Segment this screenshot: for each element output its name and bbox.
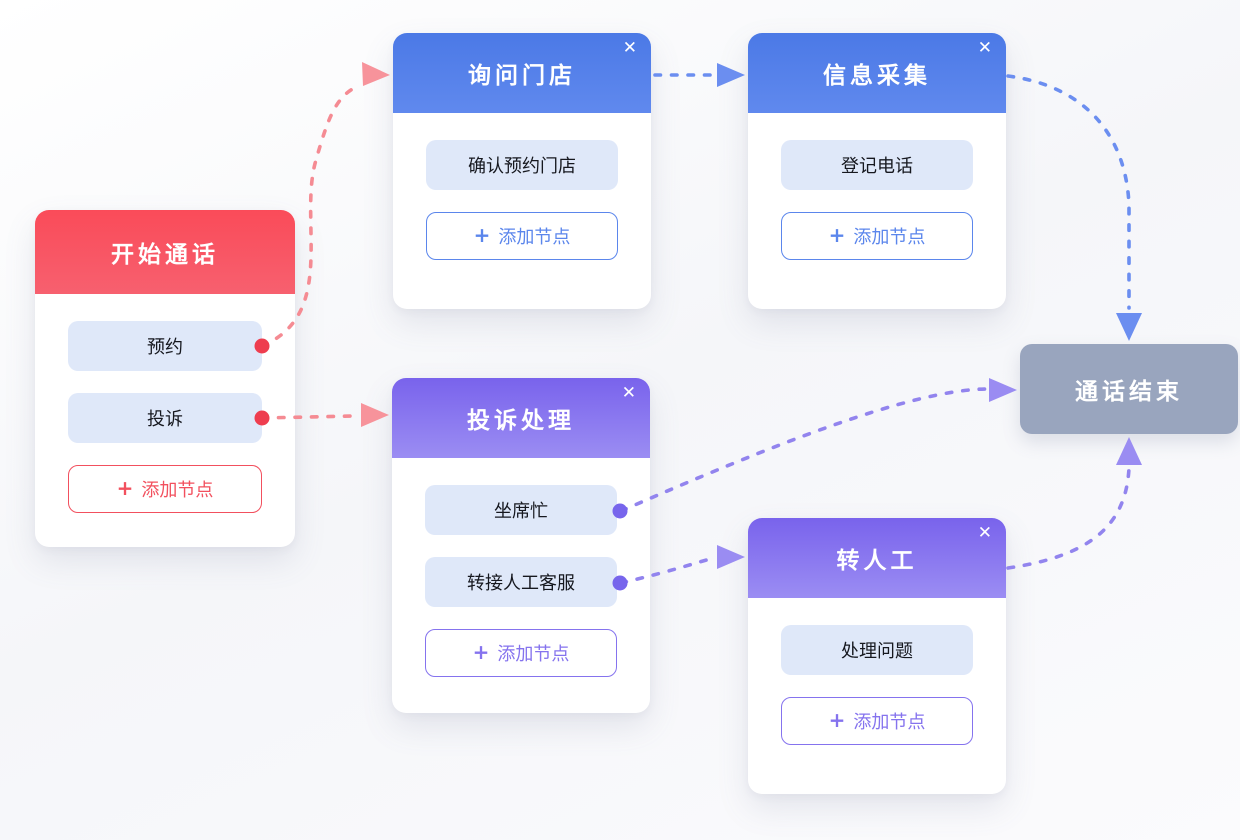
add-node-button[interactable]: + 添加节点 [425,629,617,677]
node-card-complaint-handling[interactable]: 投诉处理 ✕ 坐席忙 转接人工客服 + 添加节点 [392,378,650,713]
arrowhead-call-end-top [1116,313,1142,341]
node-card-transfer-human[interactable]: 转人工 ✕ 处理问题 + 添加节点 [748,518,1006,794]
close-icon[interactable]: ✕ [977,523,992,543]
node-header[interactable]: 询问门店 ✕ [393,33,651,113]
item-register-phone[interactable]: 登记电话 [781,140,973,190]
add-node-button[interactable]: + 添加节点 [781,697,973,745]
node-title: 询问门店 [468,63,576,89]
node-body: 处理问题 + 添加节点 [748,598,1006,745]
node-title: 转人工 [836,548,918,574]
node-body: 预约 投诉 + 添加节点 [35,294,295,513]
arrowhead-ask-store [362,62,390,86]
arrowhead-complaint-handling [361,403,389,427]
arrowhead-call-end-left [989,378,1017,402]
node-card-call-end[interactable]: 通话结束 [1020,344,1238,434]
edge-info-collect-to-call-end [1006,74,1131,310]
node-title: 开始通话 [111,242,219,268]
item-confirm-store[interactable]: 确认预约门店 [426,140,618,190]
node-body: 坐席忙 转接人工客服 + 添加节点 [392,458,650,677]
plus-icon: + [473,223,491,247]
node-body: 确认预约门店 + 添加节点 [393,113,651,260]
add-node-button[interactable]: + 添加节点 [68,465,262,513]
node-title: 信息采集 [823,63,931,89]
node-header[interactable]: 开始通话 [35,210,295,294]
node-header[interactable]: 投诉处理 ✕ [392,378,650,458]
node-card-ask-store[interactable]: 询问门店 ✕ 确认预约门店 + 添加节点 [393,33,651,309]
arrowhead-call-end-bottom [1116,437,1142,465]
edge-agent-busy-to-call-end [619,387,988,513]
plus-icon: + [472,640,490,664]
item-transfer-agent[interactable]: 转接人工客服 [425,557,617,607]
close-icon[interactable]: ✕ [977,38,992,58]
plus-icon: + [828,223,846,247]
add-node-label: 添加节点 [141,480,214,501]
add-node-label: 添加节点 [497,644,570,665]
add-node-button[interactable]: + 添加节点 [781,212,973,260]
item-complaint[interactable]: 投诉 [68,393,262,443]
node-title: 投诉处理 [467,408,575,434]
item-appointment[interactable]: 预约 [68,321,262,371]
edge-transfer-human-to-call-end [1006,466,1131,570]
item-agent-busy[interactable]: 坐席忙 [425,485,617,535]
close-icon[interactable]: ✕ [622,38,637,58]
node-header[interactable]: 信息采集 ✕ [748,33,1006,113]
node-title: 通话结束 [1075,379,1183,405]
add-node-label: 添加节点 [498,227,571,248]
arrowhead-info-collect [717,63,745,87]
add-node-label: 添加节点 [853,712,926,733]
add-node-label: 添加节点 [853,227,926,248]
arrowhead-transfer-human [717,545,745,569]
plus-icon: + [116,476,134,500]
node-body: 登记电话 + 添加节点 [748,113,1006,260]
node-header[interactable]: 转人工 ✕ [748,518,1006,598]
close-icon[interactable]: ✕ [621,383,636,403]
item-handle-issue[interactable]: 处理问题 [781,625,973,675]
add-node-button[interactable]: + 添加节点 [426,212,618,260]
node-card-start-call[interactable]: 开始通话 预约 投诉 + 添加节点 [35,210,295,547]
plus-icon: + [828,708,846,732]
node-card-info-collect[interactable]: 信息采集 ✕ 登记电话 + 添加节点 [748,33,1006,309]
